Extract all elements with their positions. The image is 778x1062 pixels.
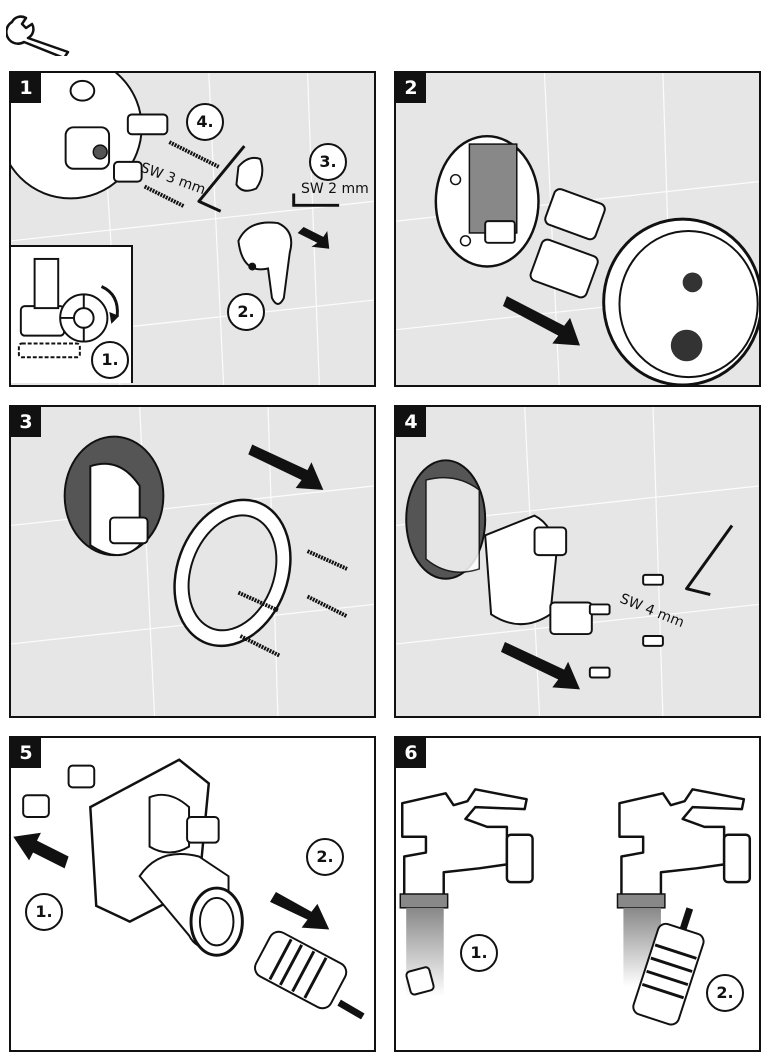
panel-number: 2: [396, 73, 426, 103]
arrow-icon: [500, 641, 580, 690]
panel-5: 5 1. 2.: [9, 736, 376, 1052]
inset-diverter-detail: 1.: [11, 245, 133, 383]
faucet-icon: [399, 788, 534, 909]
step-badge-1: 1.: [91, 341, 129, 379]
panel-5-illustration: [13, 758, 365, 1020]
screw-icon: [143, 140, 220, 209]
wrench-icon: [6, 15, 70, 56]
arrow-icon: [248, 444, 324, 490]
panel-4: 4 SW 4 mm: [394, 405, 761, 718]
panel-3-illustration: [11, 407, 374, 716]
step-badge-3: 3.: [309, 143, 347, 181]
step-badge-2: 2.: [227, 293, 265, 331]
screw-icon: [237, 549, 348, 658]
panel-1: 1 4. 3. 2. SW 3 mm SW 2 mm 1.: [9, 71, 376, 387]
panel-number: 4: [396, 407, 426, 437]
arrow-icon: [297, 227, 330, 249]
arrow-icon: [13, 832, 69, 869]
step-badge-4: 4.: [186, 103, 224, 141]
hex-key-icon: [685, 524, 734, 597]
panel-2: 2: [394, 71, 761, 387]
panel-number: 5: [11, 738, 41, 768]
faucet-icon: [616, 788, 752, 909]
arrow-icon: [270, 892, 330, 930]
panel-3: 3: [9, 405, 376, 718]
arrow-icon: [502, 296, 580, 346]
diverter-illustration: [17, 257, 120, 359]
panel-2-illustration: [396, 73, 759, 385]
step-badge-1: 1.: [460, 934, 498, 972]
tool-label-sw2: SW 2 mm: [301, 181, 369, 197]
cartridge-icon: [254, 930, 365, 1020]
panel-4-illustration: [396, 407, 759, 716]
panel-number: 6: [396, 738, 426, 768]
step-badge-2: 2.: [706, 974, 744, 1012]
screw-icon: [588, 573, 664, 679]
step-badge-1: 1.: [25, 893, 63, 931]
step-badge-2: 2.: [306, 838, 344, 876]
panel-6-illustration: [399, 788, 752, 1026]
panel-number: 3: [11, 407, 41, 437]
panel-1-illustration: [11, 73, 374, 385]
hex-key-icon: [197, 145, 246, 213]
panel-number: 1: [11, 73, 41, 103]
cartridge-icon: [632, 907, 705, 1026]
panel-6: 6 1. 2.: [394, 736, 761, 1052]
